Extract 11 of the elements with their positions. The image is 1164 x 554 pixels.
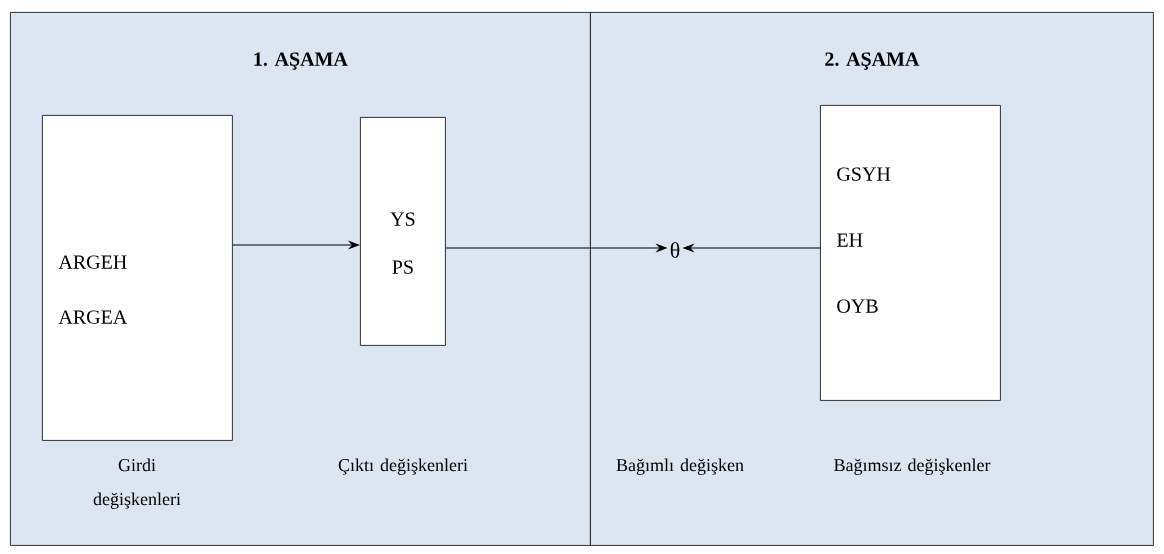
variable-label: Çıktı değişkenleri	[338, 458, 468, 475]
variable-label: Bağımsız değişkenler	[834, 458, 991, 475]
variable-box: GSYH EH OYB	[820, 105, 1001, 401]
arrow	[683, 244, 821, 252]
theta-symbol: θ	[670, 242, 680, 258]
variable-label: Girdi değişkenleri	[93, 458, 181, 509]
variable-box: ARGEH ARGEA	[42, 115, 233, 441]
variable-label: Bağımlı değişken	[616, 458, 744, 475]
variable-box: YS PS	[360, 117, 446, 346]
arrow	[445, 244, 667, 252]
arrow	[232, 241, 360, 249]
